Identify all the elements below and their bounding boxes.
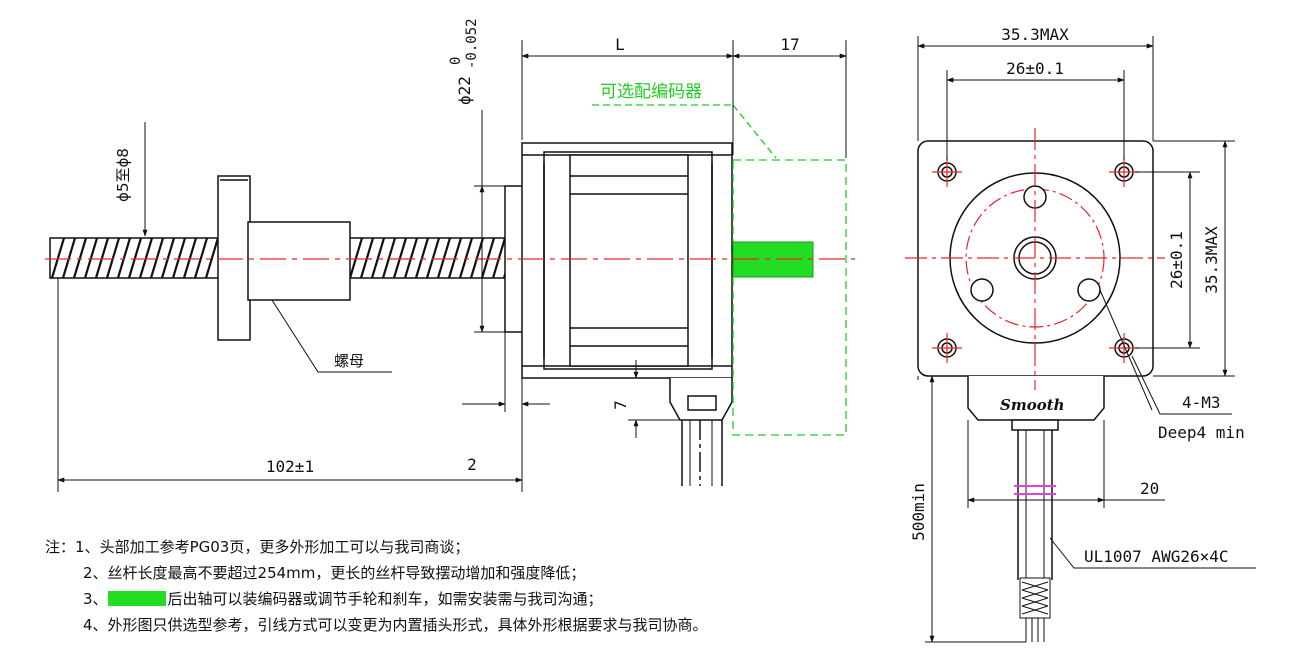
thread-line	[458, 237, 474, 279]
dim-35-3max-side: 35.3MAX	[1202, 226, 1221, 294]
thread-line	[182, 237, 198, 279]
note-row-2: 2、丝杆长度最高不要超过254mm，更长的丝杆导致摆动增加和强度降低；	[45, 560, 708, 586]
dim-2: 2	[467, 455, 477, 474]
note-text: 后出轴可以装编码器或调节手轮和刹车，如需安装需与我司沟通；	[167, 590, 603, 608]
inner-hole-left	[970, 278, 994, 302]
end-dimension-texts: 35.3MAX 26±0.1 26±0.1 35.3MAX 4-M3 Deep4…	[909, 25, 1245, 566]
thread-line	[127, 237, 143, 279]
inner-hole-right	[1077, 278, 1101, 302]
cable-marks	[1014, 485, 1056, 495]
thread-line	[403, 237, 419, 279]
thread-line	[83, 237, 99, 279]
hole-label: 4-M3	[1182, 393, 1221, 412]
side-dimension-texts: L 17 2 102±1 螺母 7 ϕ5至ϕ8 ϕ22 0 -0.052	[114, 18, 800, 476]
side-view	[49, 142, 733, 486]
dim-500min: 500min	[909, 483, 928, 541]
depth-label: Deep4 min	[1158, 423, 1245, 442]
thread-line	[447, 237, 463, 279]
thread-line	[436, 237, 452, 279]
note-text: 头部加工参考PG03页，更多外形加工可以与我司商谈；	[99, 538, 470, 556]
note-row-3: 3、 后出轴可以装编码器或调节手轮和刹车，如需安装需与我司沟通；	[45, 586, 708, 612]
dim-26-side: 26±0.1	[1167, 231, 1186, 289]
end-view	[917, 140, 1154, 642]
note-number: 4、	[83, 616, 108, 634]
note-row-4: 4、外形图只供选型参考，引线方式可以变更为内置插头形式，具体外形根据要求与我司协…	[45, 612, 708, 638]
thread-line	[491, 237, 507, 279]
thread-line	[348, 237, 364, 279]
note-number: 1、	[75, 538, 100, 556]
thread-line	[138, 237, 154, 279]
thread-line	[171, 237, 187, 279]
thread-line	[50, 237, 66, 279]
green-shaft-swatch	[107, 591, 166, 606]
thread-line	[105, 237, 121, 279]
cable-label: UL1007 AWG26×4C	[1084, 547, 1229, 566]
dim-17: 17	[780, 35, 799, 54]
note-text: 丝杆长度最高不要超过254mm，更长的丝杆导致摆动增加和强度降低；	[107, 564, 586, 582]
thread-line	[425, 237, 441, 279]
thread-line	[149, 237, 165, 279]
dim-diam22-value: ϕ22	[455, 76, 474, 105]
thread-line	[381, 237, 397, 279]
nut	[217, 175, 351, 341]
note-text: 外形图只供选型参考，引线方式可以变更为内置插头形式，具体外形根据要求与我司协商。	[107, 616, 708, 634]
cable-braid	[1019, 577, 1051, 642]
notes-block: 注：1、头部加工参考PG03页，更多外形加工可以与我司商谈； 2、丝杆长度最高不…	[45, 534, 708, 638]
side-dimensions	[57, 40, 847, 492]
thread-line	[392, 237, 408, 279]
nut-label: 螺母	[334, 352, 364, 370]
brand-logo: Smooth	[1000, 396, 1065, 414]
note-number: 3、	[83, 590, 108, 608]
dim-7: 7	[611, 400, 630, 410]
dim-35-3max-top: 35.3MAX	[1001, 25, 1069, 44]
dim-diam22-lower-tol: -0.052	[464, 18, 480, 69]
encoder-label: 可选配编码器	[600, 82, 702, 102]
note-number: 2、	[83, 564, 108, 582]
end-dimensions	[917, 36, 1256, 643]
dim-diam22-upper-tol: 0	[448, 57, 464, 65]
dim-diam22: ϕ22 0 -0.052	[448, 18, 480, 105]
thread-line	[193, 237, 209, 279]
thread-line	[370, 237, 386, 279]
thread-line	[116, 237, 132, 279]
thread-line	[359, 237, 375, 279]
notes-prefix: 注：	[45, 538, 76, 556]
note-row-1: 注：1、头部加工参考PG03页，更多外形加工可以与我司商谈；	[45, 534, 708, 560]
thread-line	[414, 237, 430, 279]
thread-line	[204, 237, 220, 279]
dim-screw-diameter: ϕ5至ϕ8	[114, 148, 132, 202]
dim-L: L	[615, 35, 625, 54]
dim-20: 20	[1140, 479, 1159, 498]
dim-26-top: 26±0.1	[1006, 59, 1064, 78]
end-centerlines	[905, 128, 1165, 390]
thread-line	[160, 237, 176, 279]
cable-gland	[669, 378, 733, 486]
thread-line	[72, 237, 88, 279]
thread-line	[94, 237, 110, 279]
thread-line	[61, 237, 77, 279]
motor-body	[521, 142, 733, 379]
dim-102: 102±1	[266, 457, 314, 476]
